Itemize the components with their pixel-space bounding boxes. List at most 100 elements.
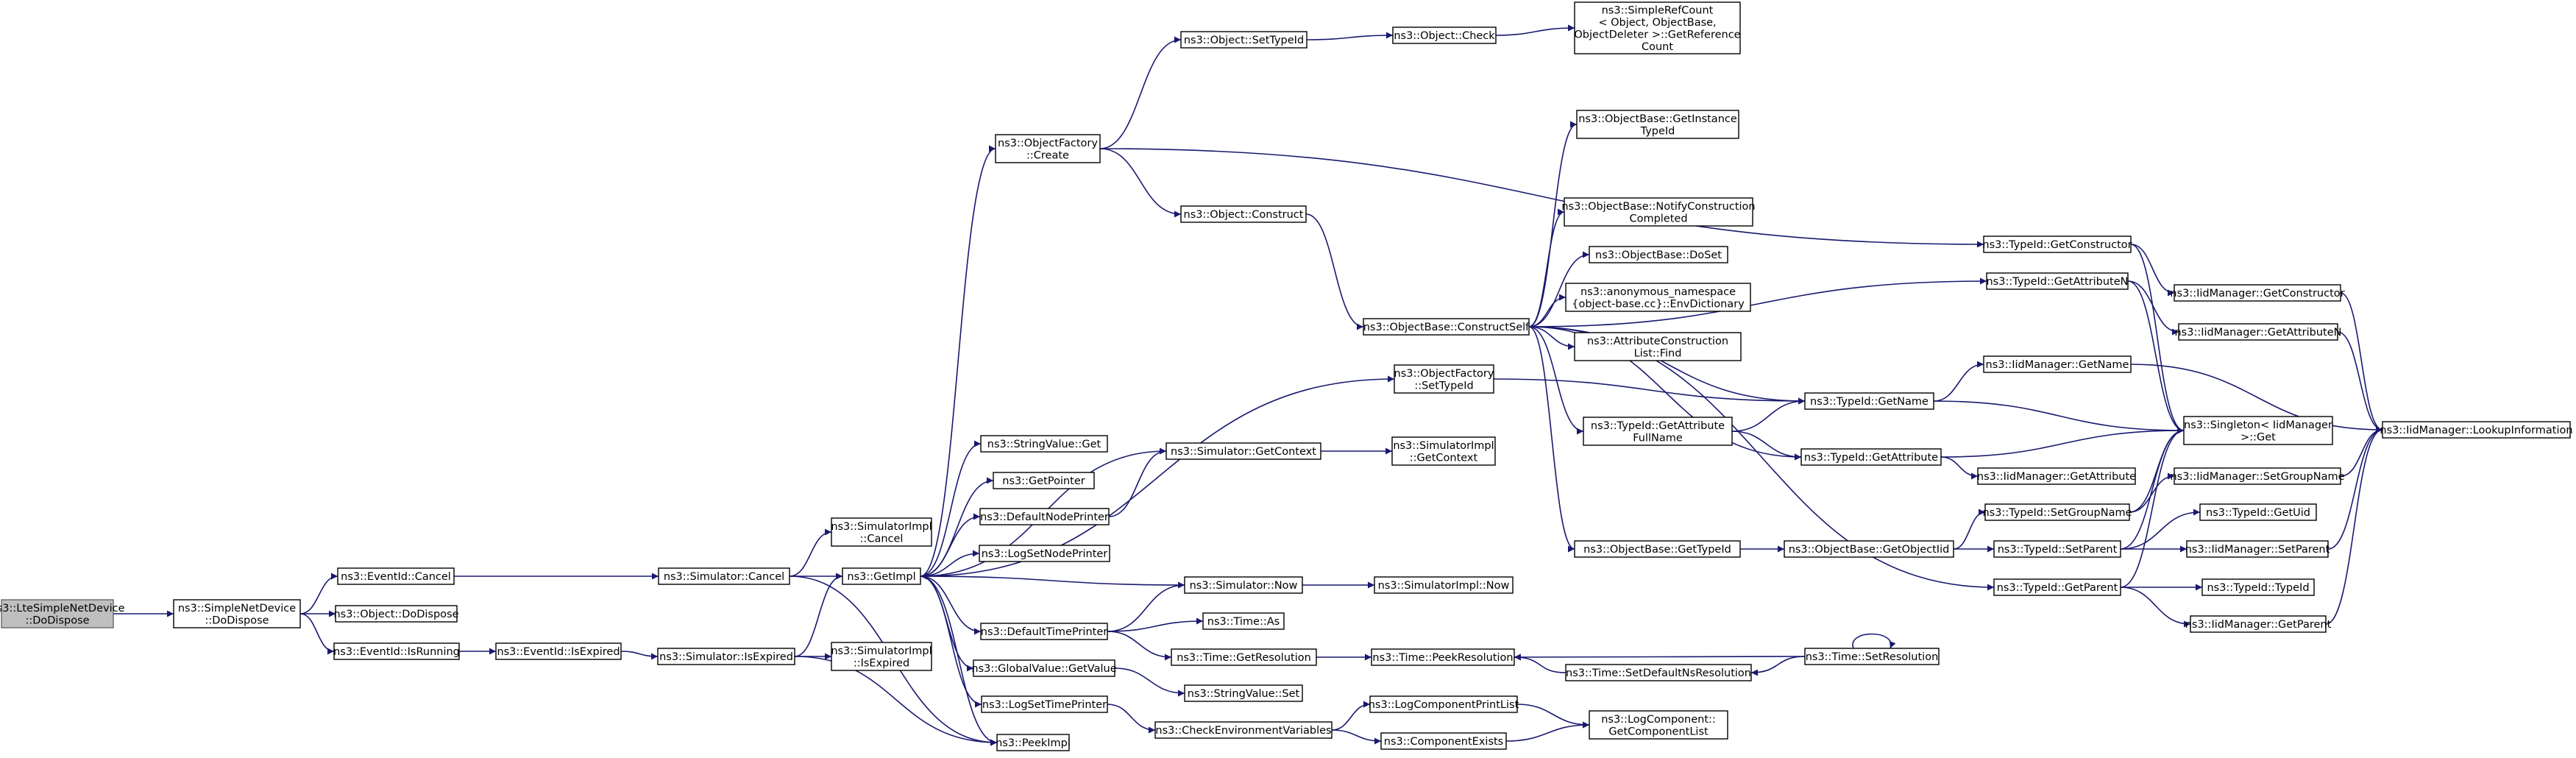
node-typeid-getuid[interactable]: ns3::TypeId::GetUid	[2199, 503, 2317, 521]
node-typeid-getname[interactable]: ns3::TypeId::GetName	[1804, 392, 1934, 410]
node-label: ns3::LogSetNodePrinter	[982, 548, 1108, 560]
node-typeid-getconstructor[interactable]: ns3::TypeId::GetConstructor	[1982, 235, 2132, 253]
node-checkenvvars[interactable]: ns3::CheckEnvironmentVariables	[1154, 721, 1333, 739]
node-logsettimeprinter[interactable]: ns3::LogSetTimePrinter	[981, 695, 1108, 713]
node-label: ns3::ObjectBase::DoSet	[1595, 249, 1722, 261]
node-eventid-isrunning[interactable]: ns3::EventId::IsRunning	[333, 642, 460, 660]
node-globalvalue-getvalue[interactable]: ns3::GlobalValue::GetValue	[971, 659, 1117, 677]
node-label: ns3::TypeId::GetAttribute	[1591, 420, 1725, 432]
node-eventid-isexpired[interactable]: ns3::EventId::IsExpired	[495, 642, 622, 660]
node-defaulttimeprinter[interactable]: ns3::DefaultTimePrinter	[980, 623, 1108, 640]
node-simimpl-getcontext[interactable]: ns3::SimulatorImpl::GetContext	[1391, 436, 1496, 466]
node-defaultnodeprinter[interactable]: ns3::DefaultNodePrinter	[979, 508, 1110, 525]
node-label: Completed	[1629, 213, 1687, 224]
node-objbase-notifyconstruction[interactable]: ns3::ObjectBase::NotifyConstructionCompl…	[1561, 197, 1756, 227]
edge-typeid-getconstructor-to-singleton-get	[2130, 244, 2185, 434]
node-time-setdefaultnsresolution[interactable]: ns3::Time::SetDefaultNsResolution	[1565, 664, 1752, 681]
node-logsetnodeprinter[interactable]: ns3::LogSetNodePrinter	[979, 545, 1110, 562]
node-getimpl[interactable]: ns3::GetImpl	[842, 567, 921, 585]
node-box	[980, 435, 1108, 453]
edge-objbase-constructself-to-objbase-notifyconstruction	[1528, 208, 1565, 327]
node-typeid-typeid[interactable]: ns3::TypeId::TypeId	[2201, 578, 2315, 596]
node-iidmanager-setparent[interactable]: ns3::IidManager::SetParent	[2185, 540, 2330, 558]
node-box	[2382, 421, 2571, 439]
node-label: ::GetContext	[1410, 452, 1478, 464]
node-objbase-gettypeid[interactable]: ns3::ObjectBase::GetTypeId	[1574, 540, 1741, 558]
node-iidmanager-getparent[interactable]: ns3::IidManager::GetParent	[2185, 615, 2332, 633]
edge-typeid-getname-to-iidmanager-getname	[1933, 361, 1984, 402]
node-simulator-now[interactable]: ns3::Simulator::Now	[1184, 576, 1303, 594]
node-simulator-getcontext[interactable]: ns3::Simulator::GetContext	[1165, 442, 1321, 460]
edge-iidmanager-getconstructor-to-iidmanager-lookupinformation	[2340, 292, 2383, 433]
node-box	[495, 642, 622, 660]
node-typeid-getparent[interactable]: ns3::TypeId::GetParent	[1993, 578, 2121, 596]
node-time-peekresolution[interactable]: ns3::Time::PeekResolution	[1371, 648, 1515, 666]
node-box	[1202, 612, 1285, 630]
node-label: ns3::TypeId::SetParent	[1998, 544, 2118, 556]
node-iidmanager-getattribute[interactable]: ns3::IidManager::GetAttribute	[1977, 467, 2136, 485]
node-stringvalue-set[interactable]: ns3::StringValue::Set	[1184, 684, 1303, 702]
node-label: ns3::IidManager::LookupInformation	[2380, 425, 2572, 436]
node-object-check[interactable]: ns3::Object::Check	[1392, 26, 1497, 44]
node-time-as[interactable]: ns3::Time::As	[1202, 612, 1285, 630]
node-box	[335, 605, 458, 623]
node-eventid-cancel[interactable]: ns3::EventId::Cancel	[337, 567, 455, 585]
node-simple-dodispose[interactable]: ns3::SimpleNetDevice::DoDispose	[173, 599, 301, 628]
edge-defaulttimeprinter-to-time-getresolution	[1107, 631, 1172, 661]
node-iidmanager-lookupinformation[interactable]: ns3::IidManager::LookupInformation	[2380, 421, 2573, 439]
node-iidmanager-getname[interactable]: ns3::IidManager::GetName	[1983, 355, 2132, 373]
edge-typeid-getattribute-to-iidmanager-getattribute	[1940, 456, 1979, 480]
node-simimpl-cancel[interactable]: ns3::SimulatorImpl::Cancel	[831, 517, 932, 547]
node-iidmanager-getattributen[interactable]: ns3::IidManager::GetAttributeN	[2174, 323, 2342, 341]
edge-typeid-getattributefullname-to-typeid-getname	[1731, 397, 1806, 432]
node-typeid-setparent[interactable]: ns3::TypeId::SetParent	[1993, 540, 2121, 558]
node-lte-dodispose[interactable]: ns3::LteSimpleNetDevice::DoDispose	[0, 599, 125, 628]
node-simimpl-now[interactable]: ns3::SimulatorImpl::Now	[1374, 576, 1514, 594]
node-simimpl-isexpired[interactable]: ns3::SimulatorImpl::IsExpired	[831, 642, 932, 671]
node-time-getresolution[interactable]: ns3::Time::GetResolution	[1171, 648, 1317, 666]
node-label: ns3::Time::SetDefaultNsResolution	[1566, 667, 1751, 679]
node-iidmanager-setgroupname[interactable]: ns3::IidManager::SetGroupName	[2170, 467, 2345, 485]
node-object-settypeid[interactable]: ns3::Object::SetTypeId	[1180, 31, 1307, 49]
node-objbase-doset[interactable]: ns3::ObjectBase::DoSet	[1589, 246, 1728, 263]
node-simulator-cancel[interactable]: ns3::Simulator::Cancel	[658, 567, 790, 585]
edge-typeid-getattributen-to-iidmanager-getattributen	[2127, 280, 2179, 336]
node-typeid-getattributen[interactable]: ns3::TypeId::GetAttributeN	[1986, 272, 2129, 290]
node-iidmanager-getconstructor[interactable]: ns3::IidManager::GetConstructor	[2170, 284, 2345, 302]
node-simplerefcount[interactable]: ns3::SimpleRefCount< Object, ObjectBase,…	[1574, 1, 1741, 54]
node-objfactory-create[interactable]: ns3::ObjectFactory::Create	[995, 134, 1101, 163]
node-label: ns3::ObjectBase::GetInstance	[1578, 113, 1737, 125]
node-getpointer[interactable]: ns3::GetPointer	[993, 472, 1095, 489]
node-label: ns3::EventId::IsExpired	[497, 646, 620, 658]
node-stringvalue-get[interactable]: ns3::StringValue::Get	[980, 435, 1108, 453]
node-logcomponentprintlist[interactable]: ns3::LogComponentPrintList	[1369, 695, 1519, 713]
edge-typeid-setparent-to-singleton-get	[2120, 427, 2185, 550]
node-anon-envdictionary[interactable]: ns3::anonymous_namespace{object-base.cc}…	[1565, 283, 1751, 312]
node-box	[831, 642, 932, 671]
edge-objbase-getobjectiid-to-typeid-setgroupname	[1953, 509, 1986, 550]
node-componentexists[interactable]: ns3::ComponentExists	[1380, 732, 1507, 750]
node-objbase-getobjectiid[interactable]: ns3::ObjectBase::GetObjectIid	[1784, 540, 1954, 558]
edge-objfactory-create-to-object-construct	[1099, 148, 1182, 218]
node-simulator-isexpired[interactable]: ns3::Simulator::IsExpired	[657, 648, 795, 665]
node-typeid-getattribute[interactable]: ns3::TypeId::GetAttribute	[1800, 448, 1942, 466]
node-label: ObjectDeleter >::GetReference	[1574, 29, 1740, 40]
node-singleton-get[interactable]: ns3::Singleton< IidManager >::Get	[2183, 416, 2333, 445]
node-object-construct[interactable]: ns3::Object::Construct	[1180, 205, 1307, 223]
node-objfactory-settypeid[interactable]: ns3::ObjectFactory::SetTypeId	[1394, 364, 1494, 394]
node-peekimpl[interactable]: ns3::PeekImpl	[996, 734, 1071, 751]
node-box	[1804, 392, 1934, 410]
edge-simulator-isexpired-to-getimpl	[794, 573, 843, 657]
node-object-dodispose[interactable]: ns3::Object::DoDispose	[333, 605, 459, 623]
node-label: ns3::Time::PeekResolution	[1372, 652, 1513, 664]
node-label: ns3::IidManager::SetParent	[2185, 544, 2330, 556]
node-objbase-constructself[interactable]: ns3::ObjectBase::ConstructSelf	[1363, 318, 1530, 336]
node-logcomponent-getcomponentlist[interactable]: ns3::LogComponent::GetComponentList	[1589, 710, 1728, 740]
node-typeid-setgroupname[interactable]: ns3::TypeId::SetGroupName	[1982, 503, 2132, 521]
node-time-setresolution[interactable]: ns3::Time::SetResolution	[1804, 648, 1940, 665]
